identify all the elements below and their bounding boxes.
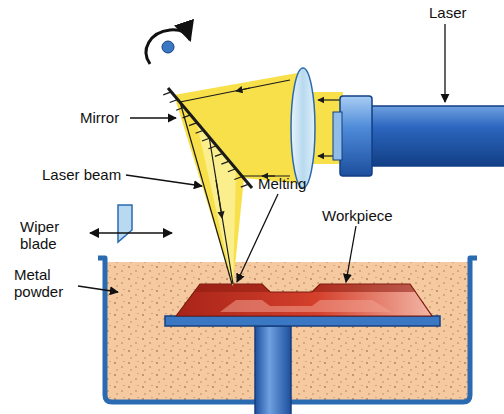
part-label: Laser	[429, 4, 489, 21]
mirror-hatching	[163, 92, 249, 187]
beam-rays	[180, 80, 342, 284]
part-label: Melting	[258, 175, 328, 192]
build-platform	[165, 316, 440, 326]
part-label: Workpiece	[322, 207, 412, 224]
mirror	[168, 88, 252, 188]
laser-nozzle	[333, 112, 342, 160]
laser-body	[370, 106, 504, 166]
lens	[291, 68, 315, 188]
rotation-arrow	[146, 30, 190, 64]
part-label: Metal powder	[14, 266, 74, 300]
workpiece-layer	[220, 300, 392, 312]
part-label: Mirror	[80, 109, 140, 126]
pivot-ball	[162, 41, 174, 53]
laser-beam	[174, 95, 244, 286]
workpiece	[176, 284, 432, 316]
piston-shaft	[255, 326, 291, 414]
leader-lines	[78, 24, 445, 292]
part-label: Wiper blade	[20, 218, 78, 252]
laser-head	[340, 96, 372, 176]
part-label: Laser beam	[42, 166, 132, 183]
motion-arrow	[90, 232, 172, 234]
wiper-blade	[118, 205, 132, 242]
workpiece-top	[194, 284, 416, 292]
